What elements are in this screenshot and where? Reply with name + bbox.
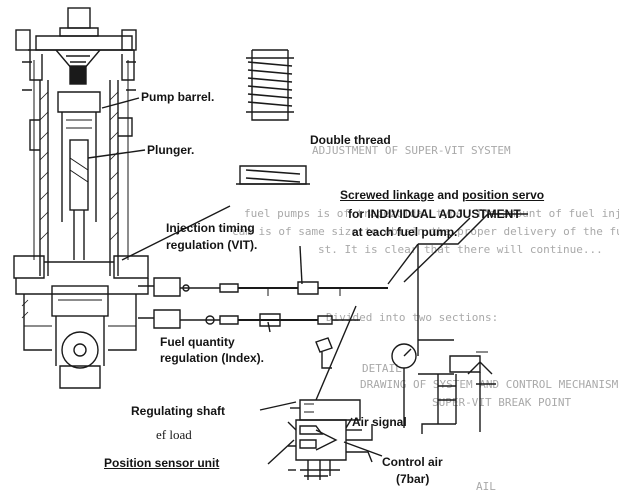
leader-pump-barrel [101,97,140,109]
leader-index-rod [267,321,271,333]
label-position-sensor: Position sensor unit [104,456,220,470]
label-each-pump: at each fuel pump. [352,225,458,239]
bleed-text-1: ADJUSTMENT OF SUPER-VIT SYSTEM [312,144,511,157]
label-screwed-linkage: Screwed linkage and position servo [340,188,544,202]
bleed-text-3: cam is of same size to obtain the proper… [232,225,619,238]
label-double-thread: Double thread [310,133,391,147]
label-control-air-bar: (7bar) [396,472,430,486]
leader-plunger [87,149,146,159]
label-pump-barrel: Pump barrel. [141,90,215,104]
leader-regulating-shaft [259,401,297,411]
label-air-signal: Air signal [352,415,407,429]
label-plunger: Plunger. [147,143,195,157]
position-servo [391,244,496,434]
screwed-linkage-and: and [434,188,463,202]
label-index-line1: Fuel quantity [160,335,235,349]
position-sensor-unit [267,417,383,480]
label-control-air: Control air [382,455,443,469]
label-regulating-shaft: Regulating shaft [131,404,226,418]
leader-vit-rod [299,245,303,285]
screwed-linkage-text: Screwed linkage [340,188,435,202]
position-servo-text: position servo [462,188,545,202]
leader-position-sensor [267,439,295,465]
bleed-text-8: SUPER-VIT BREAK POINT [432,396,572,409]
leader-control-air [343,441,383,457]
bleed-text-2: fuel pumps is of trapezoidal type. The a… [244,207,619,220]
bleed-text-6: DETAIL [362,362,402,375]
label-vit-line1: Injection timing [166,221,255,235]
index-linkage [138,305,360,401]
bleed-text-5: Divided into two sections: [326,311,499,324]
label-vit-line2: regulation (VIT). [166,238,258,252]
bleed-text-9: AIL [476,480,496,493]
double-thread-sleeve [236,49,310,185]
label-load-note: ef load [156,427,192,442]
label-individual-adjustment: for INDIVIDUAL ADJUSTMENT [348,207,521,221]
bleed-text-4: st. It is clear that there will continue… [318,243,603,256]
leader-vit [121,205,231,261]
vit-linkage [138,213,528,297]
fuel-pump-section [13,7,149,389]
leader-screwed-linkage [403,217,471,283]
regulating-shaft [259,337,361,421]
label-index-line2: regulation (Index). [160,351,265,365]
